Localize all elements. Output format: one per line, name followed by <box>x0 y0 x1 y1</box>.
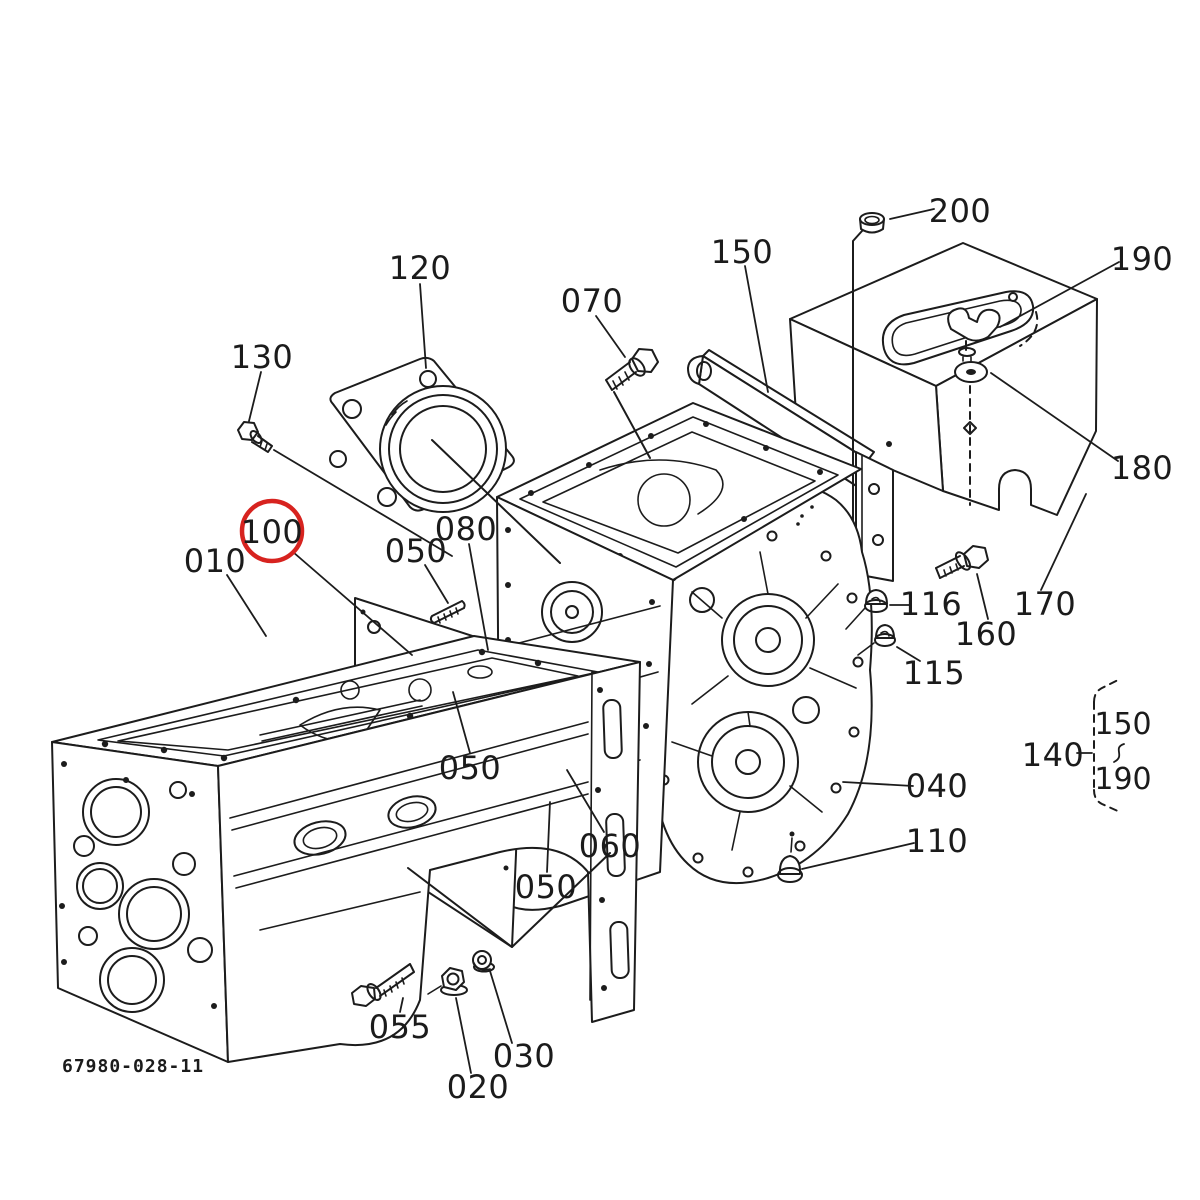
tilde-squiggle <box>1113 743 1125 763</box>
callout-label-050b[interactable]: 050 <box>439 749 502 787</box>
callout-labels: 200 150 190 120 070 130 180 100 010 080 … <box>184 192 1174 1106</box>
callout-label-010[interactable]: 010 <box>184 542 247 580</box>
callout-label-160[interactable]: 160 <box>955 615 1018 653</box>
range-callout-label-140[interactable]: 140 <box>1022 736 1085 774</box>
range-callout-end[interactable]: 190 <box>1094 762 1151 797</box>
callout-label-180[interactable]: 180 <box>1111 449 1174 487</box>
part-120-flange-drawing <box>329 356 561 564</box>
callout-label-110[interactable]: 110 <box>906 822 969 860</box>
part-116-clip-drawing <box>845 589 888 630</box>
callout-label-170[interactable]: 170 <box>1014 585 1077 623</box>
callout-label-190[interactable]: 190 <box>1111 240 1174 278</box>
drawing-code: 67980-028-11 <box>62 1056 204 1077</box>
part-055-bolt-drawing <box>351 963 415 1007</box>
callout-label-120[interactable]: 120 <box>389 249 452 287</box>
part-115-clip-drawing <box>857 624 896 656</box>
part-160-bolt-drawing <box>935 545 989 579</box>
callout-label-115[interactable]: 115 <box>903 654 966 692</box>
callout-label-100[interactable]: 100 <box>241 513 304 551</box>
install-pointer-lines <box>407 852 611 948</box>
part-010-gear-case-drawing <box>51 635 641 1063</box>
part-130-bolt-drawing <box>237 421 273 453</box>
leader-lines <box>226 208 1120 1074</box>
part-050-stud-drawing <box>429 600 466 624</box>
callout-label-050c[interactable]: 050 <box>515 868 578 906</box>
callout-label-020[interactable]: 020 <box>447 1068 510 1106</box>
callout-label-070[interactable]: 070 <box>561 282 624 320</box>
callout-label-040[interactable]: 040 <box>906 767 969 805</box>
shaft-axis-line <box>431 439 561 564</box>
callout-label-055[interactable]: 055 <box>369 1008 432 1046</box>
part-200-plug-drawing <box>852 212 885 544</box>
part-030-washer-drawing <box>472 950 495 973</box>
callout-label-030[interactable]: 030 <box>493 1037 556 1075</box>
diagram-linework <box>51 212 1098 1063</box>
part-190-wing-nut-drawing <box>947 307 1001 362</box>
callout-label-130[interactable]: 130 <box>231 338 294 376</box>
callout-label-050a[interactable]: 050 <box>385 532 448 570</box>
part-020-nut-drawing <box>427 967 468 996</box>
callout-label-116[interactable]: 116 <box>900 585 963 623</box>
range-brace <box>1076 679 1125 813</box>
part-170-cover-drawing <box>789 242 1098 516</box>
part-070-bolt-drawing <box>605 348 659 459</box>
callout-label-080[interactable]: 080 <box>435 510 498 548</box>
part-110-breather-drawing <box>777 831 803 883</box>
callout-label-060[interactable]: 060 <box>579 827 642 865</box>
callout-label-150[interactable]: 150 <box>711 233 774 271</box>
callout-label-200[interactable]: 200 <box>929 192 992 230</box>
highlight-circle <box>239 498 305 564</box>
part-180-washer-drawing <box>954 361 988 506</box>
cover-screw-hole <box>1008 292 1018 302</box>
range-callout-start[interactable]: 150 <box>1094 707 1151 742</box>
